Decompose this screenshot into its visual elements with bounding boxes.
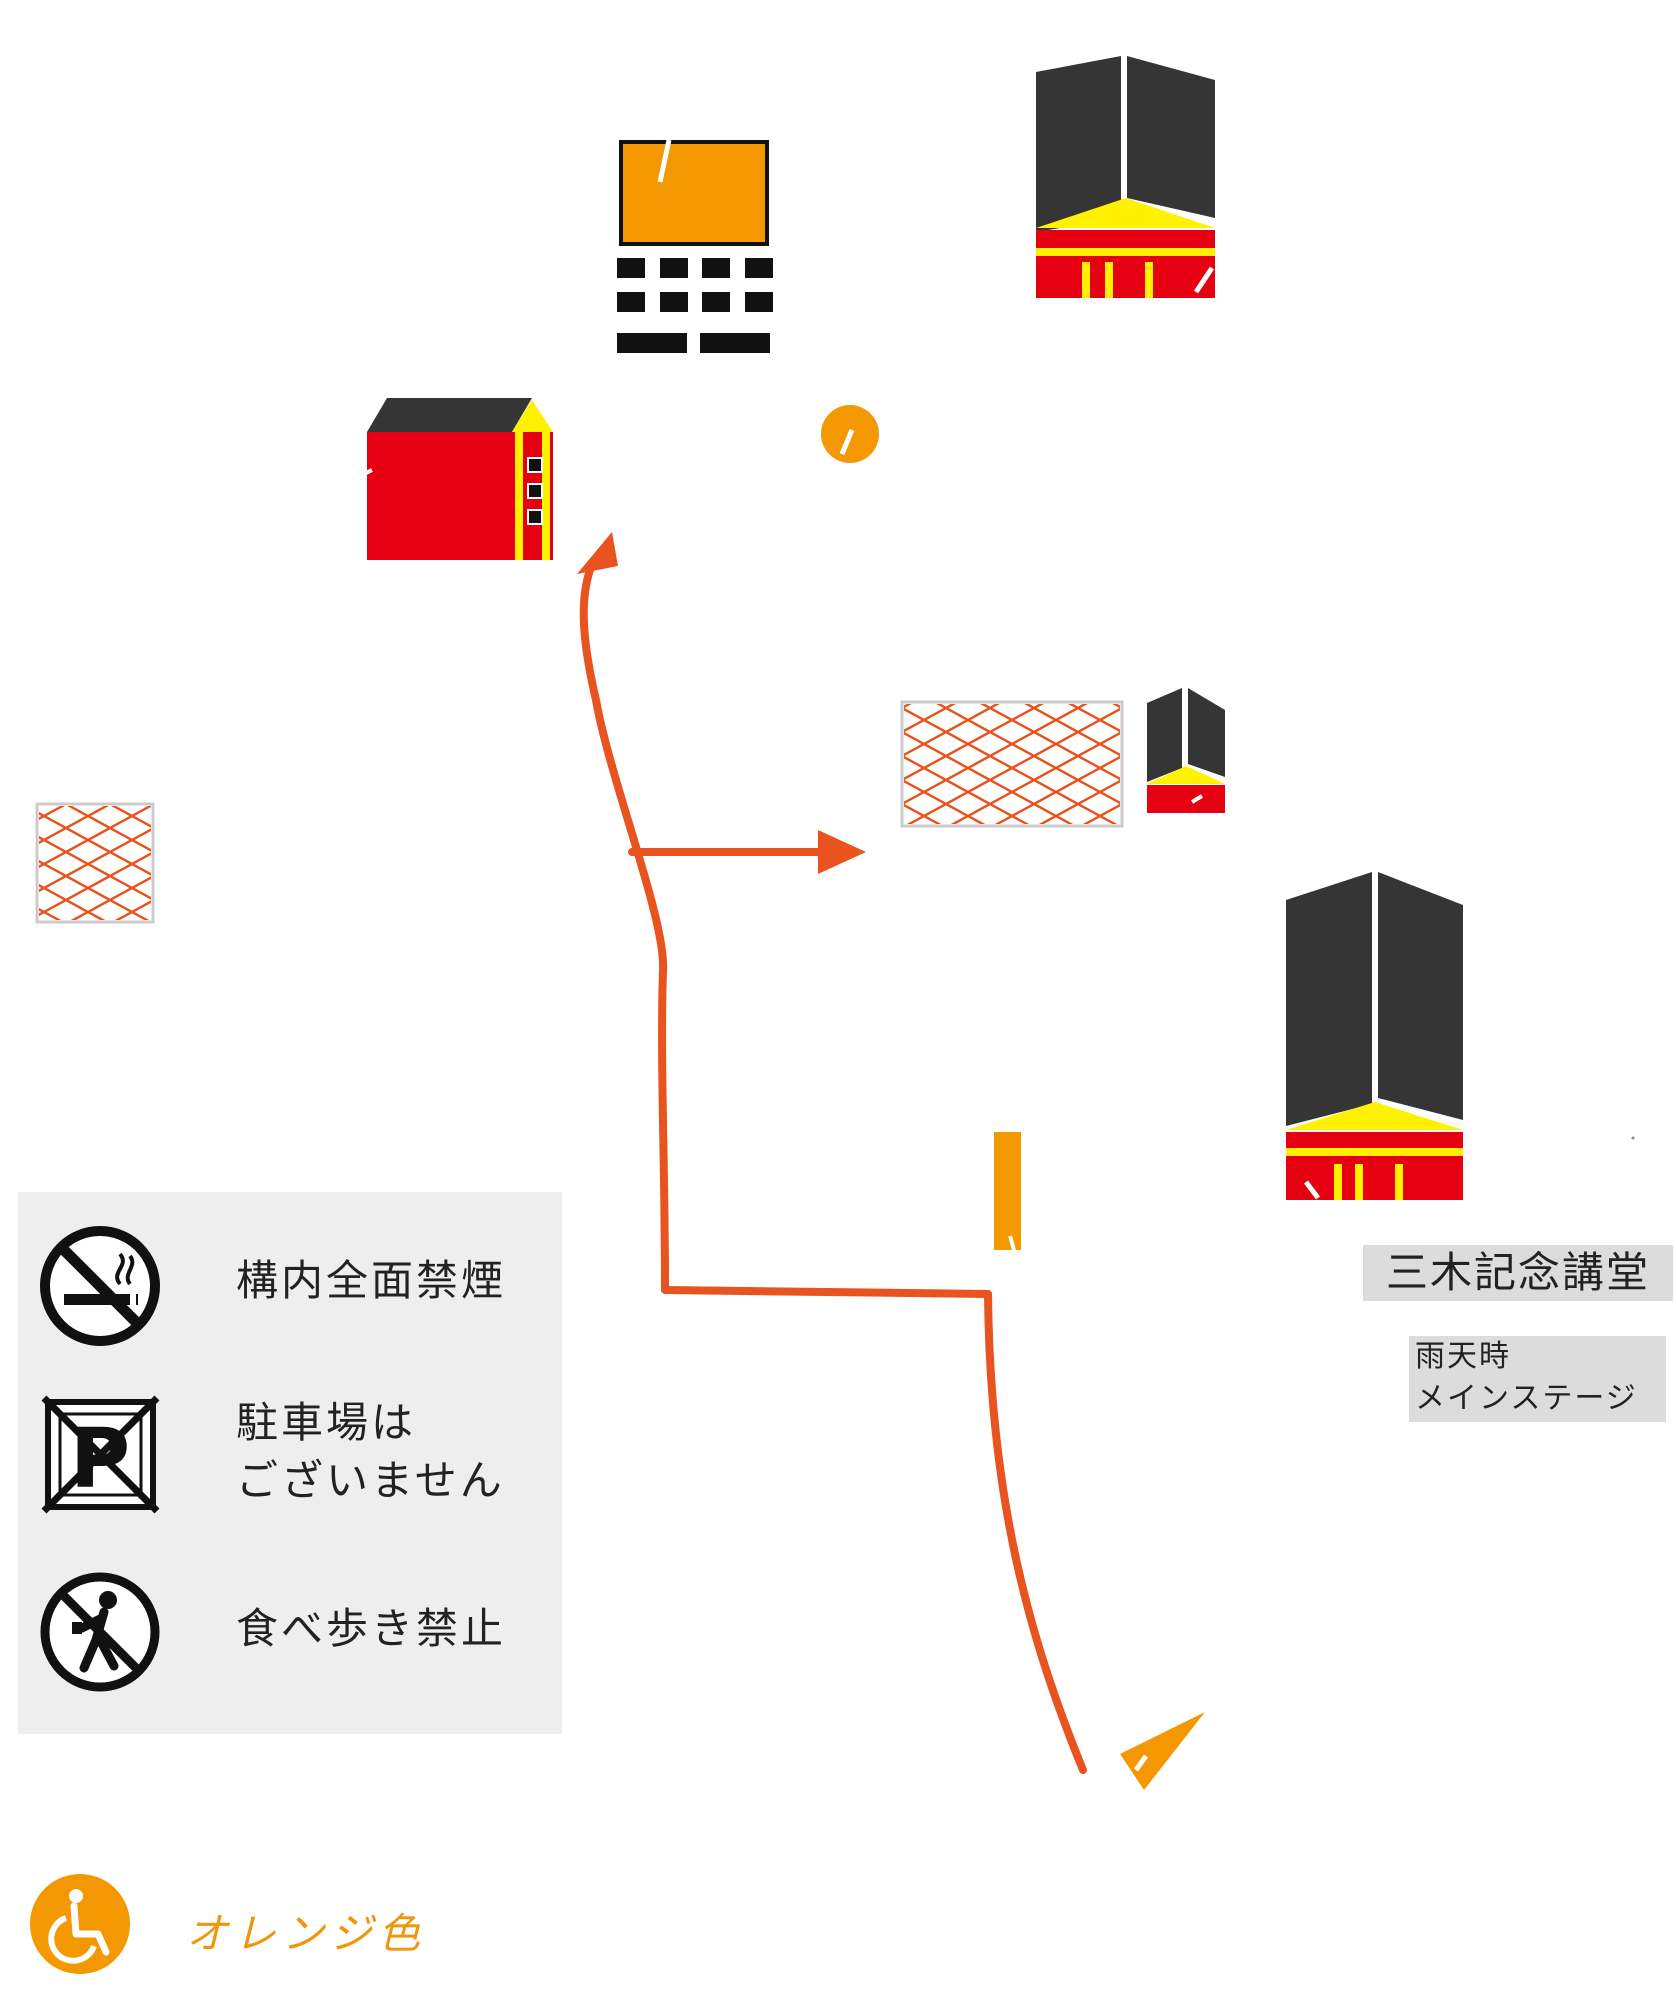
building-name-label: 三木記念講堂 xyxy=(1363,1245,1673,1301)
lattice-area-middle[interactable] xyxy=(900,700,1124,828)
legend-no-eating-walking-label: 食べ歩き禁止 xyxy=(236,1604,507,1653)
entrance-marker[interactable] xyxy=(1120,1712,1205,1790)
building-miki-hall[interactable] xyxy=(1286,872,1463,1200)
building-red-house[interactable] xyxy=(363,398,553,560)
route-arrowhead-east xyxy=(818,830,866,874)
rain-note-label: 雨天時 メインステージ xyxy=(1409,1336,1666,1422)
accessibility-label: オレンジ色 xyxy=(186,1909,427,1958)
wheelchair-icon xyxy=(28,1872,132,1976)
legend: 構内全面禁煙 P 駐車場は ございません 食べ歩き禁止 xyxy=(18,1192,562,1734)
legend-no-parking-label: 駐車場は ございません xyxy=(236,1398,505,1505)
orange-post-marker[interactable] xyxy=(994,1132,1021,1251)
no-parking-icon: P xyxy=(38,1392,163,1517)
map-dot xyxy=(1631,1136,1635,1140)
legend-no-smoking-label: 構内全面禁煙 xyxy=(236,1256,507,1305)
no-eating-walking-icon xyxy=(38,1570,163,1695)
lattice-area-left[interactable] xyxy=(35,802,155,924)
building-orange-grid[interactable] xyxy=(617,139,773,353)
no-smoking-icon xyxy=(38,1224,163,1349)
orange-circle-marker[interactable] xyxy=(821,405,879,463)
route-path xyxy=(579,566,1087,1774)
building-small-middle[interactable] xyxy=(1147,688,1225,813)
building-large-top[interactable] xyxy=(1036,56,1215,298)
route-arrowhead-north xyxy=(577,532,618,574)
